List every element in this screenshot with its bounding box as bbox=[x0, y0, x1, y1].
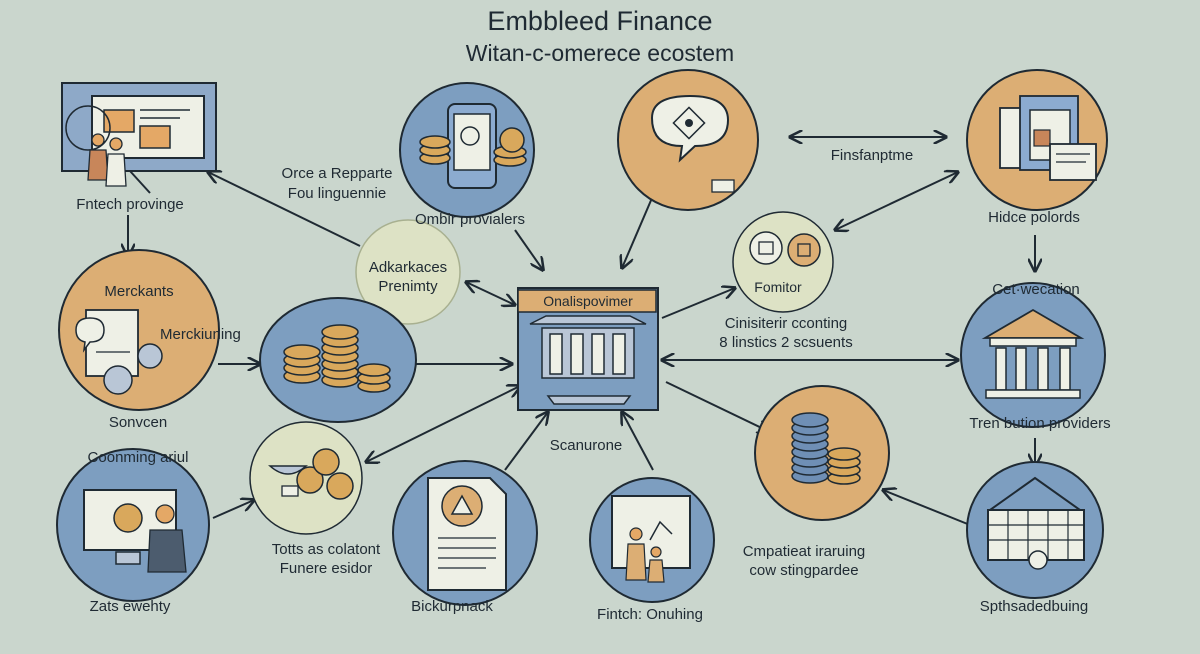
label-totts-line1: Totts as colatont bbox=[271, 541, 381, 558]
diagram-subtitle: Witan-c-omerece ecostem bbox=[465, 40, 735, 66]
label-onalispovimer: Onalispovimer bbox=[543, 293, 633, 309]
label-zats-ewehty: Zats ewehty bbox=[89, 598, 171, 615]
label-hidce-polords: Hidce polords bbox=[988, 209, 1080, 226]
presentation-board-icon bbox=[61, 82, 217, 194]
label-fintech-provinge: Fntech provinge bbox=[76, 196, 184, 213]
label-bickurpnack: Bickurpnack bbox=[411, 598, 493, 615]
calendar-icon bbox=[966, 461, 1104, 599]
bowl-coins-icon bbox=[249, 421, 363, 535]
label-totts-line2: Funere esidor bbox=[279, 560, 373, 577]
label-cinisterir-line1: Cinisiterir cconting bbox=[724, 315, 848, 332]
label-adkarkaces: Adkarkaces bbox=[368, 259, 448, 276]
connector-arrows bbox=[128, 137, 1035, 528]
document-triangle-icon bbox=[392, 460, 538, 606]
label-orce-line2: Fou linguennie bbox=[287, 185, 387, 202]
label-sonvcen: Sonvcen bbox=[108, 414, 168, 431]
label-tren-bution-providers: Tren bution providers bbox=[969, 415, 1111, 432]
documents-icon bbox=[966, 69, 1108, 211]
label-cmpatieat-line1: Cmpatieat iraruing bbox=[742, 543, 866, 560]
label-finsfanptme: Finsfanptme bbox=[830, 147, 914, 164]
bank-building-icon bbox=[960, 282, 1106, 428]
label-cmpatieat-line2: cow stingpardee bbox=[749, 562, 859, 579]
coin-stacks-icon bbox=[259, 297, 417, 423]
merchant-documents-icon bbox=[58, 249, 220, 411]
bank-buttons-icon bbox=[732, 211, 834, 313]
chat-bubbles-icon bbox=[617, 69, 759, 211]
label-prenimty: Prenimty bbox=[378, 278, 438, 295]
label-merckants: Merckants bbox=[104, 283, 174, 300]
label-cinisterir-line2: 8 linstics 2 scsuents bbox=[719, 334, 853, 351]
label-orce-line1: Orce a Repparte bbox=[281, 165, 393, 182]
adkarkaces-node bbox=[355, 219, 461, 325]
presenter-icon bbox=[589, 477, 715, 603]
smartphone-coins-icon bbox=[399, 82, 535, 218]
label-spthsadedbuing: Spthsadedbuing bbox=[979, 598, 1089, 615]
label-ombir-providers: Ombir provialers bbox=[414, 211, 526, 228]
label-fomitor: Fomitor bbox=[754, 279, 802, 295]
bank-platform-icon bbox=[517, 287, 659, 411]
computer-coin-icon bbox=[56, 448, 210, 602]
label-coonming-ariul: Coonming ariul bbox=[87, 449, 189, 466]
diagram-title: Embbleed Finance bbox=[487, 6, 713, 36]
label-cet-wecation: Cet·wecation bbox=[992, 281, 1080, 298]
blue-coin-stacks-icon bbox=[754, 385, 890, 521]
label-fintch-onuhing: Fintch: Onuhing bbox=[597, 606, 703, 623]
label-merckiuning: Merckiuning bbox=[160, 326, 241, 343]
label-scanurone: Scanurone bbox=[549, 437, 623, 454]
